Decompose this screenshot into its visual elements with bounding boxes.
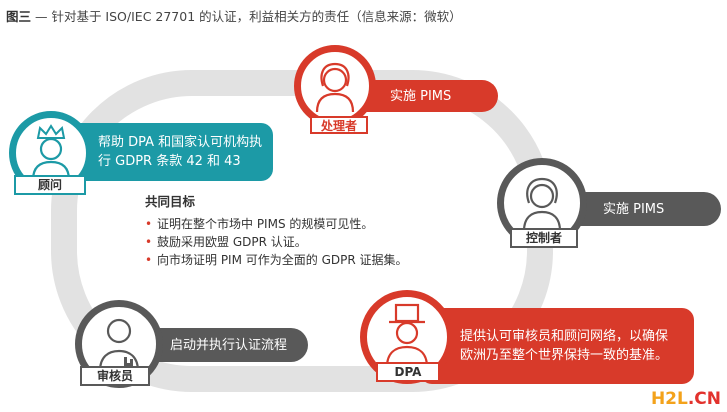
processor-label: 处理者 <box>310 116 368 134</box>
auditor-pill-text: 启动并执行认证流程 <box>170 337 288 353</box>
goals-title: 共同目标 <box>145 194 196 209</box>
goals-list: 证明在整个市场中 PIMS 的规模可见性。 鼓励采用欧盟 GDPR 认证。 向市… <box>145 215 445 269</box>
watermark-h2l: H2L <box>650 389 688 409</box>
caption-text: — 针对基于 ISO/IEC 27701 的认证，利益相关方的责任（信息来源：微… <box>31 9 462 24</box>
watermark-cn: .CN <box>687 389 721 409</box>
dpa-pill: 提供认可审核员和顾问网络，以确保欧洲乃至整个世界保持一致的基准。 <box>420 308 694 384</box>
dpa-pill-text: 提供认可审核员和顾问网络，以确保欧洲乃至整个世界保持一致的基准。 <box>460 329 669 363</box>
figure-caption: 图三 — 针对基于 ISO/IEC 27701 的认证，利益相关方的责任（信息来… <box>6 6 462 25</box>
person-icon <box>315 62 355 113</box>
top-hat-person-icon <box>385 303 429 368</box>
consultant-pill: 帮助 DPA 和国家认可机构执行 GDPR 条款 42 和 43 <box>60 123 273 181</box>
processor-pill-text: 实施 PIMS <box>390 88 452 104</box>
auditor-label: 审核员 <box>80 366 150 386</box>
crowned-person-icon <box>31 124 71 181</box>
controller-pill-text: 实施 PIMS <box>603 201 665 217</box>
goal-item: 鼓励采用欧盟 GDPR 认证。 <box>145 233 445 251</box>
consultant-pill-text: 帮助 DPA 和国家认可机构执行 GDPR 条款 42 和 43 <box>98 135 263 169</box>
figure-label: 图三 <box>6 9 32 24</box>
goal-item: 向市场证明 PIM 可作为全面的 GDPR 证据集。 <box>145 251 445 269</box>
person-icon <box>522 177 562 232</box>
dpa-label: DPA <box>376 362 440 382</box>
shared-goals: 共同目标 证明在整个市场中 PIMS 的规模可见性。 鼓励采用欧盟 GDPR 认… <box>145 193 445 269</box>
goal-item: 证明在整个市场中 PIMS 的规模可见性。 <box>145 215 445 233</box>
consultant-label: 顾问 <box>14 175 86 195</box>
watermark-logo: H2L.CN <box>651 389 721 409</box>
controller-label: 控制者 <box>510 228 578 248</box>
processor-circle <box>294 45 376 127</box>
